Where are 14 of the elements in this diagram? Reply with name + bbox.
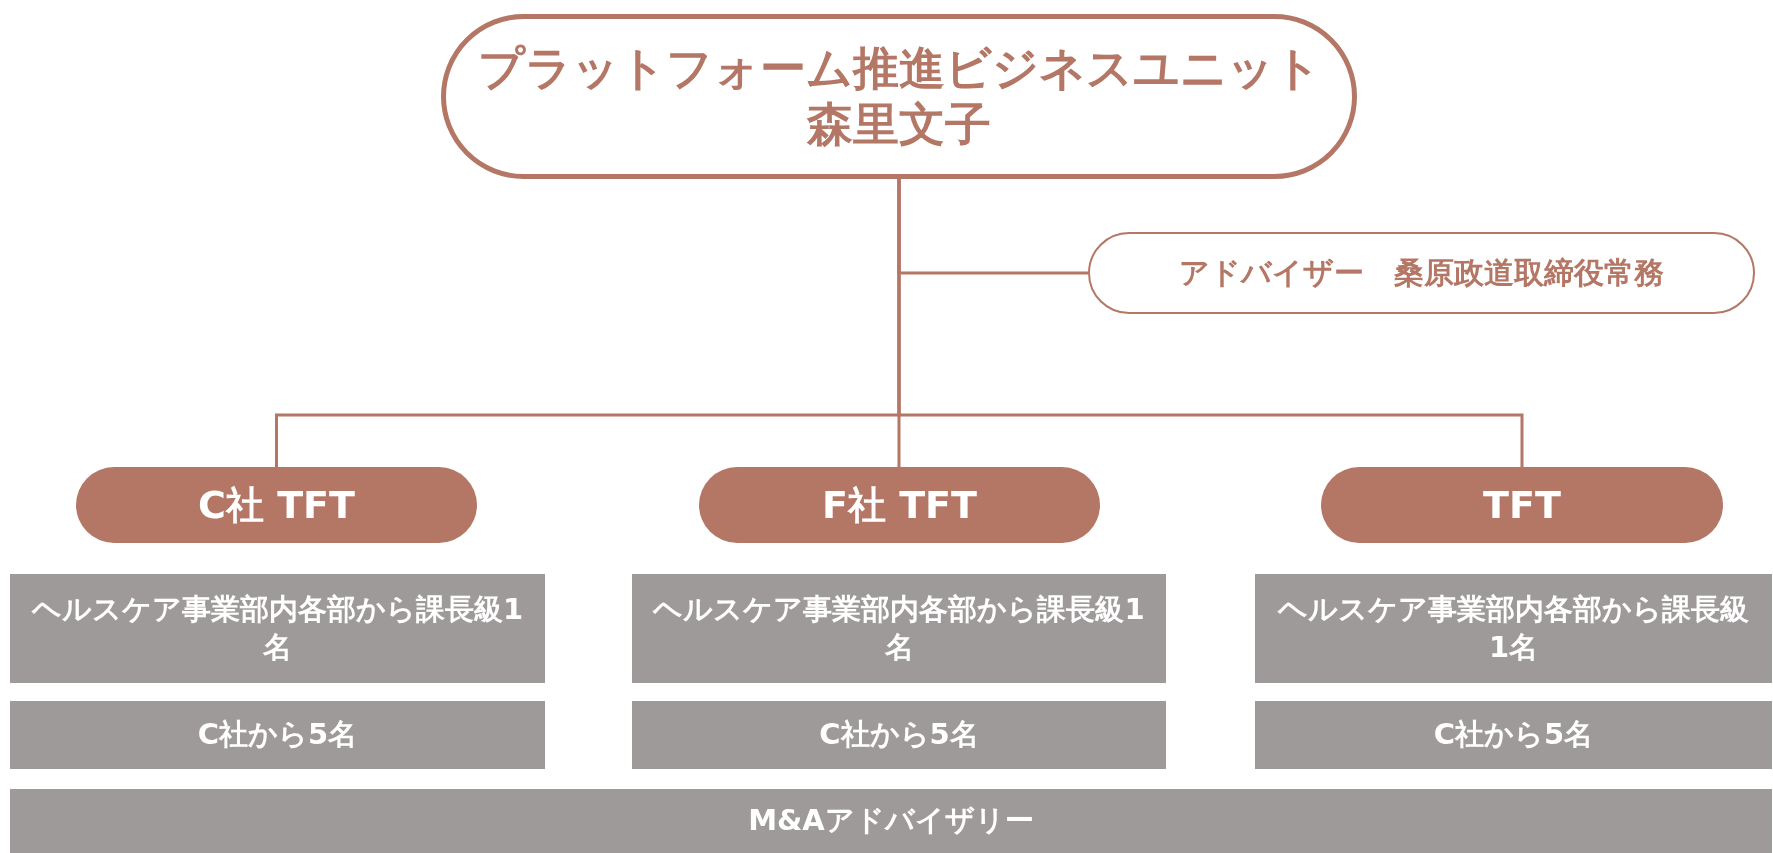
member-box: C社から5名 xyxy=(10,701,545,769)
member-box: ヘルスケア事業部内各部から課長級1名 xyxy=(1255,574,1772,683)
team-pill: F社 TFT xyxy=(699,467,1100,543)
connector-line xyxy=(897,179,1524,467)
member-box: ヘルスケア事業部内各部から課長級1名 xyxy=(10,574,545,683)
unit-title: プラットフォーム推進ビジネスユニット xyxy=(477,41,1321,97)
member-box: C社から5名 xyxy=(1255,701,1772,769)
advisor-pill: アドバイザー 桑原政道取締役常務 xyxy=(1088,232,1755,314)
member-box: ヘルスケア事業部内各部から課長級1名 xyxy=(632,574,1166,683)
leader-name: 森里文子 xyxy=(807,96,991,152)
member-box: M&Aアドバイザリー xyxy=(10,789,1772,853)
team-pill: TFT xyxy=(1321,467,1723,543)
member-box: C社から5名 xyxy=(632,701,1166,769)
team-pill: C社 TFT xyxy=(76,467,477,543)
